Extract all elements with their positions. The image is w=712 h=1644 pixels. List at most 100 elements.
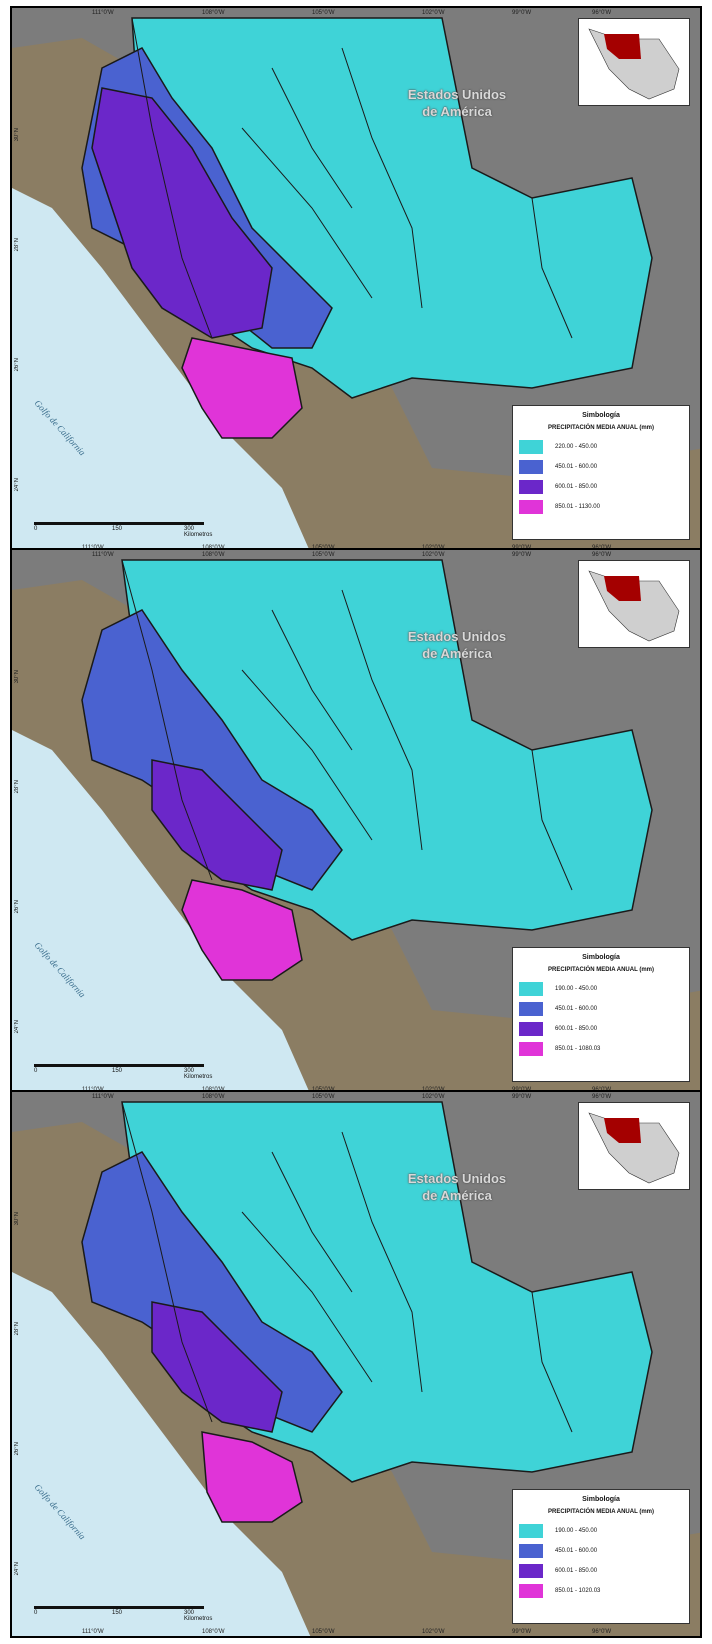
tick-bottom: 111°0'W bbox=[82, 1629, 104, 1635]
legend-item: 600.01 - 850.00 bbox=[519, 477, 683, 497]
legend-item: 450.01 - 600.00 bbox=[519, 999, 683, 1019]
legend-swatch bbox=[519, 982, 543, 996]
legend-swatch bbox=[519, 1584, 543, 1598]
legend-item: 850.01 - 1020.03 bbox=[519, 1581, 683, 1601]
region-class-4 bbox=[181, 337, 303, 439]
tick-top: 102°0'W bbox=[422, 552, 445, 558]
country-label-line-1: Estados Unidos bbox=[407, 1171, 507, 1186]
tick-bottom: 108°0'W bbox=[202, 1629, 225, 1635]
legend-label: 600.01 - 850.00 bbox=[555, 1026, 598, 1032]
legend: Simbología PRECIPITACIÓN MEDIA ANUAL (mm… bbox=[512, 1489, 690, 1624]
legend-swatch bbox=[519, 1544, 543, 1558]
tick-left: 28°N bbox=[14, 1322, 20, 1336]
legend-swatch bbox=[519, 500, 543, 514]
legend-subtitle: PRECIPITACIÓN MEDIA ANUAL (mm) bbox=[547, 1509, 654, 1515]
legend-item: 450.01 - 600.00 bbox=[519, 1541, 683, 1561]
country-label-line-2: de América bbox=[422, 646, 492, 661]
legend-label: 450.01 - 600.00 bbox=[555, 1006, 598, 1012]
legend-swatch bbox=[519, 1524, 543, 1538]
tick-left: 24°N bbox=[14, 1562, 20, 1576]
legend-item: 850.01 - 1130.00 bbox=[519, 497, 683, 517]
tick-top: 111°0'W bbox=[92, 1094, 114, 1100]
scale-line bbox=[34, 1606, 204, 1609]
scale-bar: 0 150 300 Kilometros bbox=[34, 1060, 214, 1080]
legend-title: Simbología bbox=[582, 1496, 620, 1503]
tick-top: 108°0'W bbox=[202, 1094, 225, 1100]
study-area-highlight bbox=[604, 34, 641, 59]
scale-label-end: 300 Kilometros bbox=[184, 526, 213, 538]
tick-left: 24°N bbox=[14, 478, 20, 492]
scale-label-end: 300 Kilometros bbox=[184, 1068, 213, 1080]
region-class-4 bbox=[181, 879, 303, 981]
legend-label: 450.01 - 600.00 bbox=[555, 464, 598, 470]
legend-item: 220.00 - 450.00 bbox=[519, 437, 683, 457]
tick-left: 30°N bbox=[14, 670, 20, 684]
region-class-3 bbox=[151, 1301, 283, 1433]
tick-top: 105°0'W bbox=[312, 1094, 335, 1100]
map-panel-1: 111°0'W 108°0'W 105°0'W 102°0'W 99°0'W 9… bbox=[10, 6, 702, 554]
tick-left: 26°N bbox=[14, 1442, 20, 1456]
map-panel-2: 111°0'W 108°0'W 105°0'W 102°0'W 99°0'W 9… bbox=[10, 548, 702, 1096]
legend-item: 600.01 - 850.00 bbox=[519, 1019, 683, 1039]
tick-top: 99°0'W bbox=[512, 1094, 532, 1100]
scale-bar: 0 150 300 Kilometros bbox=[34, 1602, 214, 1622]
locator-map-svg bbox=[588, 28, 680, 100]
legend-item: 190.00 - 450.00 bbox=[519, 1521, 683, 1541]
country-label: Estados Unidos de América bbox=[382, 1170, 532, 1204]
tick-top: 111°0'W bbox=[92, 552, 114, 558]
tick-top: 99°0'W bbox=[512, 552, 532, 558]
legend-swatch bbox=[519, 1564, 543, 1578]
legend-subtitle: PRECIPITACIÓN MEDIA ANUAL (mm) bbox=[547, 967, 654, 973]
country-label-line-1: Estados Unidos bbox=[407, 87, 507, 102]
legend-label: 850.01 - 1130.00 bbox=[555, 504, 600, 510]
tick-top: 105°0'W bbox=[312, 10, 335, 16]
tick-left: 26°N bbox=[14, 900, 20, 914]
scale-label-zero: 0 bbox=[34, 526, 38, 532]
subbasin-boundaries bbox=[121, 1101, 573, 1433]
subbasin-boundaries bbox=[121, 559, 573, 891]
legend-item: 850.01 - 1080.03 bbox=[519, 1039, 683, 1059]
sea-region bbox=[12, 730, 311, 1094]
country-label-line-1: Estados Unidos bbox=[407, 629, 507, 644]
map-panel-3: 111°0'W 108°0'W 105°0'W 102°0'W 99°0'W 9… bbox=[10, 1090, 702, 1638]
tick-left: 28°N bbox=[14, 238, 20, 252]
legend-item: 450.01 - 600.00 bbox=[519, 457, 683, 477]
tick-left: 30°N bbox=[14, 128, 20, 142]
tick-bottom: 102°0'W bbox=[422, 1629, 445, 1635]
tick-top: 108°0'W bbox=[202, 10, 225, 16]
region-class-3 bbox=[151, 759, 283, 891]
region-class-2 bbox=[81, 1151, 343, 1433]
tick-top: 102°0'W bbox=[422, 1094, 445, 1100]
tick-left: 30°N bbox=[14, 1212, 20, 1226]
tick-bottom: 99°0'W bbox=[512, 1629, 532, 1635]
legend-label: 600.01 - 850.00 bbox=[555, 484, 598, 490]
scale-label-mid: 150 bbox=[112, 1610, 123, 1616]
legend-label: 190.00 - 450.00 bbox=[555, 1528, 598, 1534]
locator-map-svg bbox=[588, 570, 680, 642]
tick-bottom: 96°0'W bbox=[592, 1629, 612, 1635]
tick-top: 105°0'W bbox=[312, 552, 335, 558]
legend-swatch bbox=[519, 1042, 543, 1056]
scale-label-zero: 0 bbox=[34, 1068, 38, 1074]
region-class-2 bbox=[81, 609, 343, 891]
region-class-3 bbox=[91, 87, 273, 339]
legend-title: Simbología bbox=[582, 412, 620, 419]
scale-label-mid: 150 bbox=[112, 526, 123, 532]
country-label-line-2: de América bbox=[422, 104, 492, 119]
legend-swatch bbox=[519, 480, 543, 494]
legend-title: Simbología bbox=[582, 954, 620, 961]
region-class-4 bbox=[201, 1431, 303, 1523]
legend-label: 850.01 - 1020.03 bbox=[555, 1588, 601, 1594]
legend-label: 850.01 - 1080.03 bbox=[555, 1046, 601, 1052]
legend-subtitle: PRECIPITACIÓN MEDIA ANUAL (mm) bbox=[547, 425, 654, 431]
scale-bar: 0 150 300 Kilometros bbox=[34, 518, 214, 538]
scale-line bbox=[34, 1064, 204, 1067]
legend-label: 450.01 - 600.00 bbox=[555, 1548, 598, 1554]
legend: Simbología PRECIPITACIÓN MEDIA ANUAL (mm… bbox=[512, 405, 690, 540]
country-label: Estados Unidos de América bbox=[382, 628, 532, 662]
legend-swatch bbox=[519, 1022, 543, 1036]
scale-label-end: 300 Kilometros bbox=[184, 1610, 213, 1622]
tick-top: 96°0'W bbox=[592, 10, 612, 16]
locator-map-svg bbox=[588, 1112, 680, 1184]
